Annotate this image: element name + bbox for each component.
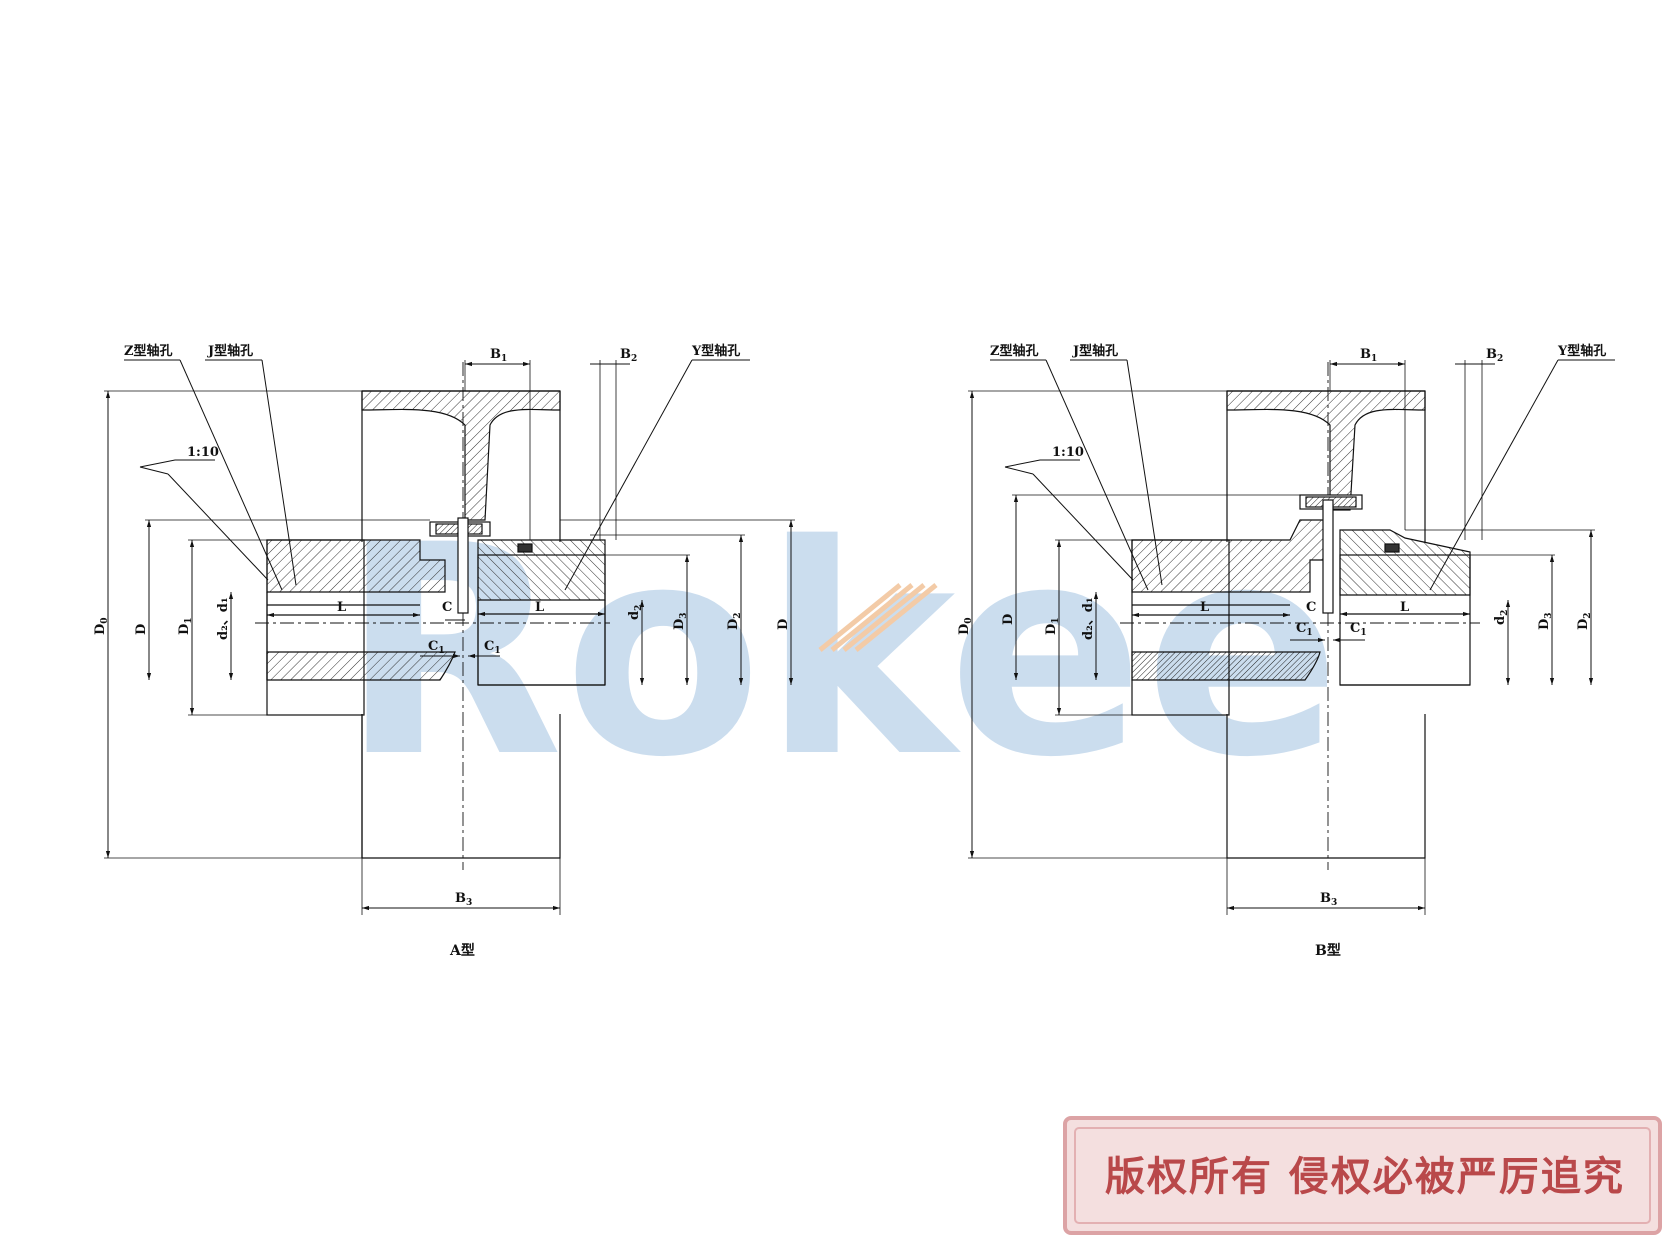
- d2-outer-label: D2: [726, 612, 743, 630]
- d3-label: D3: [1537, 612, 1554, 630]
- d2-outer-label: D2: [1576, 612, 1593, 630]
- bore-d2-label: d2: [1493, 610, 1510, 625]
- d-right-label: D: [776, 619, 791, 630]
- b1-label: B1: [490, 347, 507, 364]
- bore-d2-label: d2: [627, 605, 644, 620]
- caption-a: A型: [449, 942, 475, 959]
- c1-right-label: C1: [484, 639, 501, 656]
- c1-right-label: C1: [1350, 621, 1367, 638]
- l-right-label: L: [1400, 600, 1409, 615]
- z-bore-label: Z型轴孔: [124, 343, 173, 359]
- b3-label: B3: [1320, 891, 1337, 908]
- watermark-accent-stripes: [818, 583, 938, 652]
- y-bore-label: Y型轴孔: [691, 343, 740, 359]
- c-label: C: [442, 600, 452, 615]
- view-a: [255, 362, 610, 870]
- z-bore-label: Z型轴孔: [990, 343, 1039, 359]
- copyright-stamp: 版权所有 侵权必被严厉追究: [1063, 1116, 1662, 1235]
- b3-label: B3: [455, 891, 472, 908]
- l-left-label: L: [337, 600, 346, 615]
- view-a-labels: Z型轴孔 J型轴孔 Y型轴孔 1:10 B1 B2 B3 D0 D D1 d₂、…: [93, 343, 791, 959]
- copyright-text: 版权所有 侵权必被严厉追究: [1105, 1154, 1625, 1200]
- view-b: [1120, 362, 1480, 870]
- b1-label: B1: [1360, 347, 1377, 364]
- caption-b: B型: [1315, 942, 1341, 959]
- b2-label: B2: [620, 347, 637, 364]
- j-bore-label: J型轴孔: [1072, 343, 1118, 359]
- d3-label: D3: [672, 612, 689, 630]
- c1-left-label: C1: [1296, 621, 1313, 638]
- d1-outer-label: D1: [1044, 617, 1061, 635]
- l-left-label: L: [1200, 600, 1209, 615]
- b2-label: B2: [1486, 347, 1503, 364]
- view-b-labels: Z型轴孔 J型轴孔 Y型轴孔 1:10 B1 B2 B3 D0 D D1 d₂、…: [957, 343, 1606, 959]
- j-bore-label: J型轴孔: [207, 343, 253, 359]
- bore-d1-d2-label: d₂、d₁: [1081, 597, 1096, 640]
- d0-label: D0: [957, 617, 974, 635]
- view-b-dimensions: [968, 359, 1615, 915]
- d1-outer-label: D1: [177, 617, 194, 635]
- l-right-label: L: [535, 600, 544, 615]
- d-label: D: [134, 624, 149, 635]
- bore-d1-d2-label: d₂、d₁: [216, 597, 231, 640]
- d0-label: D0: [93, 617, 110, 635]
- y-bore-label: Y型轴孔: [1557, 343, 1606, 359]
- c1-left-label: C1: [428, 639, 445, 656]
- view-a-dimensions: [104, 359, 795, 915]
- taper-label: 1:10: [187, 445, 219, 460]
- taper-label: 1:10: [1052, 445, 1084, 460]
- d-label: D: [1001, 614, 1016, 625]
- c-label: C: [1306, 600, 1316, 615]
